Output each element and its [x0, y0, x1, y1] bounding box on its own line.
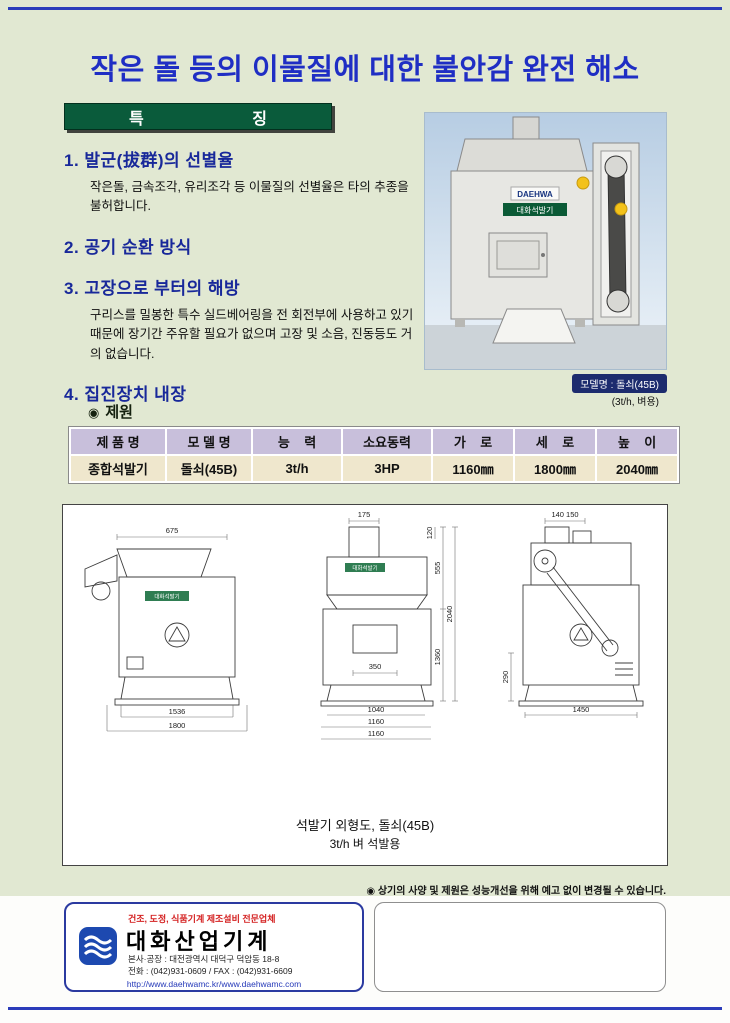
company-address: 본사·공장 : 대전광역시 대덕구 덕암동 18-8 — [128, 954, 280, 964]
bullet-icon: ◉ — [88, 405, 100, 420]
company-url[interactable]: http://www.daehwamc.kr/www.daehwamc.com — [126, 979, 302, 989]
technical-drawing-box: 675 대화석발기 1536 1800 — [62, 504, 668, 866]
spec-header-cell: 제 품 명 — [71, 429, 165, 454]
page-title: 작은 돌 등의 이물질에 대한 불안감 완전 해소 — [90, 54, 640, 86]
spec-value-cell: 1160㎜ — [433, 456, 513, 481]
feature-desc: 작은돌, 금속조각, 유리조각 등 이물질의 선별율은 타의 추종을 불허합니다… — [90, 180, 409, 214]
dim-350: 350 — [369, 662, 382, 671]
spec-value-cell: 돌쇠(45B) — [167, 456, 251, 481]
spec-header-cell: 가 로 — [433, 429, 513, 454]
dim-1536: 1536 — [169, 707, 186, 716]
brand-plate-text: DAEHWA — [517, 190, 553, 199]
feature-desc: 구리스를 밀봉한 특수 실드베어링을 전 회전부에 사용하고 있기 때문에 장기… — [90, 307, 414, 361]
photo-caption-model: 모델명 : 돌쇠(45B) — [424, 374, 667, 393]
features-banner-right: 징 — [252, 110, 267, 128]
feature-item: 4. 집진장치 내장 — [64, 380, 424, 405]
dim-1040: 1040 — [368, 705, 385, 714]
drawing-caption-line1: 석발기 외형도, 돌쇠(45B) — [295, 818, 435, 833]
dim-1160: 1160 — [368, 729, 384, 738]
feature-item: 1. 발군(拔群)의 선별율 작은돌, 금속조각, 유리조각 등 이물질의 선별… — [64, 146, 424, 217]
features-list: 1. 발군(拔群)의 선별율 작은돌, 금속조각, 유리조각 등 이물질의 선별… — [64, 146, 424, 405]
dim-675: 675 — [166, 526, 179, 535]
dim-1800: 1800 — [169, 721, 186, 730]
spec-table: 제 품 명 모 델 명 능 력 소요동력 가 로 세 로 높 이 종합석발기 돌… — [68, 426, 680, 484]
photo-caption-use: (3t/h, 벼용) — [611, 397, 659, 408]
machine-cabinet: DAEHWA 대화석발기 — [450, 116, 628, 344]
dim-555: 555 — [433, 562, 442, 575]
machine-photo-illustration: DAEHWA 대화석발기 — [425, 113, 666, 369]
belt-elevator-unit — [592, 142, 640, 326]
company-name: 대화산업기계 — [126, 929, 272, 954]
spec-value-cell: 1800㎜ — [515, 456, 595, 481]
disclaimer-note: ◉ 상기의 사양 및 제원은 성능개선을 위해 예고 없이 변경될 수 있습니다… — [366, 886, 666, 897]
company-info-box: 건조, 도정, 식품기계 제조설비 전문업체 대화산업기계 본사·공장 : 대전… — [64, 902, 364, 992]
machine-name-label: 대화석발기 — [517, 205, 554, 215]
spec-header-cell: 소요동력 — [343, 429, 431, 454]
spec-header-row: 제 품 명 모 델 명 능 력 소요동력 가 로 세 로 높 이 — [71, 429, 677, 454]
yellow-sticker — [614, 202, 628, 216]
product-photo: DAEHWA 대화석발기 — [424, 112, 667, 370]
outline-drawings: 675 대화석발기 1536 1800 — [84, 510, 644, 740]
dim-1360: 1360 — [433, 649, 442, 666]
dim-140-150: 140 150 — [551, 510, 578, 519]
spec-section-title: ◉ 제원 — [88, 401, 133, 422]
blank-note-box — [374, 902, 666, 992]
dim-175: 175 — [358, 510, 371, 519]
feature-item: 2. 공기 순환 방식 — [64, 233, 424, 258]
company-tagline: 건조, 도정, 식품기계 제조설비 전문업체 — [128, 914, 276, 924]
side-view: 140 150 290 1450 — [501, 510, 644, 718]
feature-title: 3. 고장으로 부터의 해방 — [64, 278, 241, 298]
dim-1450: 1450 — [573, 705, 590, 714]
feature-title: 4. 집진장치 내장 — [64, 384, 187, 404]
left-view: 675 대화석발기 1536 1800 — [84, 526, 248, 732]
company-logo — [79, 927, 117, 965]
feature-item: 3. 고장으로 부터의 해방 구리스를 밀봉한 특수 실드베어링을 전 회전부에… — [64, 274, 424, 364]
features-banner: 특 징 — [64, 103, 332, 130]
yellow-sticker — [576, 176, 590, 190]
bottom-rule — [8, 1007, 722, 1010]
dim-290: 290 — [501, 671, 510, 684]
front-view: 175 대화석발기 350 1040 1160 1160 — [320, 510, 458, 740]
spec-header-cell: 높 이 — [597, 429, 677, 454]
spec-data-row: 종합석발기 돌쇠(45B) 3t/h 3HP 1160㎜ 1800㎜ 2040㎜ — [71, 456, 677, 481]
features-banner-left: 특 — [129, 110, 144, 128]
top-rule — [8, 7, 722, 10]
drawing-machine-label: 대화석발기 — [154, 593, 179, 601]
dim-2040: 2040 — [445, 606, 454, 623]
spec-value-cell: 종합석발기 — [71, 456, 165, 481]
spec-value-cell: 3t/h — [253, 456, 341, 481]
spec-value-cell: 2040㎜ — [597, 456, 677, 481]
spec-value-cell: 3HP — [343, 456, 431, 481]
model-name-pill: 모델명 : 돌쇠(45B) — [572, 374, 667, 393]
dim-1160: 1160 — [368, 717, 384, 726]
feature-title: 2. 공기 순환 방식 — [64, 237, 192, 257]
dim-120: 120 — [425, 527, 434, 540]
drawing-caption-line2: 3t/h 벼 석발용 — [329, 837, 401, 851]
feature-title: 1. 발군(拔群)의 선별율 — [64, 151, 234, 170]
company-phone: 전화 : (042)931-0609 / FAX : (042)931-6609 — [128, 966, 293, 976]
spec-header-cell: 능 력 — [253, 429, 341, 454]
drawing-machine-label: 대화석발기 — [352, 564, 377, 572]
spec-header-cell: 모 델 명 — [167, 429, 251, 454]
spec-section-label: 제원 — [105, 404, 133, 421]
spec-header-cell: 세 로 — [515, 429, 595, 454]
